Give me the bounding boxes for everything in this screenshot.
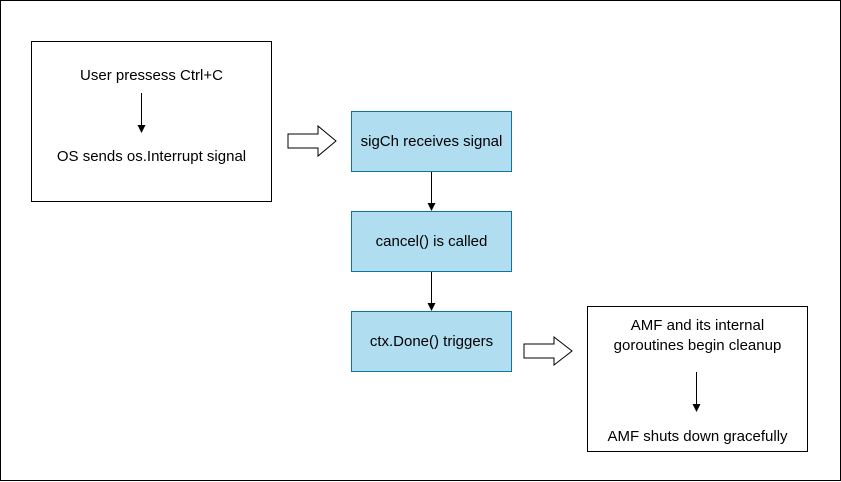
user-press-label: User pressess Ctrl+C (80, 67, 223, 84)
cancel-box: cancel() is called (351, 211, 512, 272)
left-inner-arrow (137, 93, 146, 133)
cancel-label: cancel() is called (375, 232, 488, 250)
amf-box (587, 306, 808, 452)
hollow-arrow-to-sigch (287, 124, 337, 158)
arrow-cancel-to-ctx (427, 272, 436, 311)
sigch-box: sigCh receives signal (351, 111, 512, 172)
sigch-label: sigCh receives signal (360, 132, 503, 150)
amf-cleanup-label-2: goroutines begin cleanup (613, 337, 782, 354)
amf-shutdown-label: AMF shuts down gracefully (607, 428, 788, 445)
arrow-sigch-to-cancel (427, 172, 436, 211)
ctx-done-label: ctx.Done() triggers (369, 332, 494, 350)
ctx-done-box: ctx.Done() triggers (351, 311, 512, 372)
os-sends-label: OS sends os.Interrupt signal (56, 148, 247, 165)
hollow-arrow-to-amf (523, 335, 573, 367)
user-os-box (31, 41, 272, 202)
right-inner-arrow (692, 372, 701, 412)
amf-cleanup-label-1: AMF and its internal (630, 317, 765, 334)
